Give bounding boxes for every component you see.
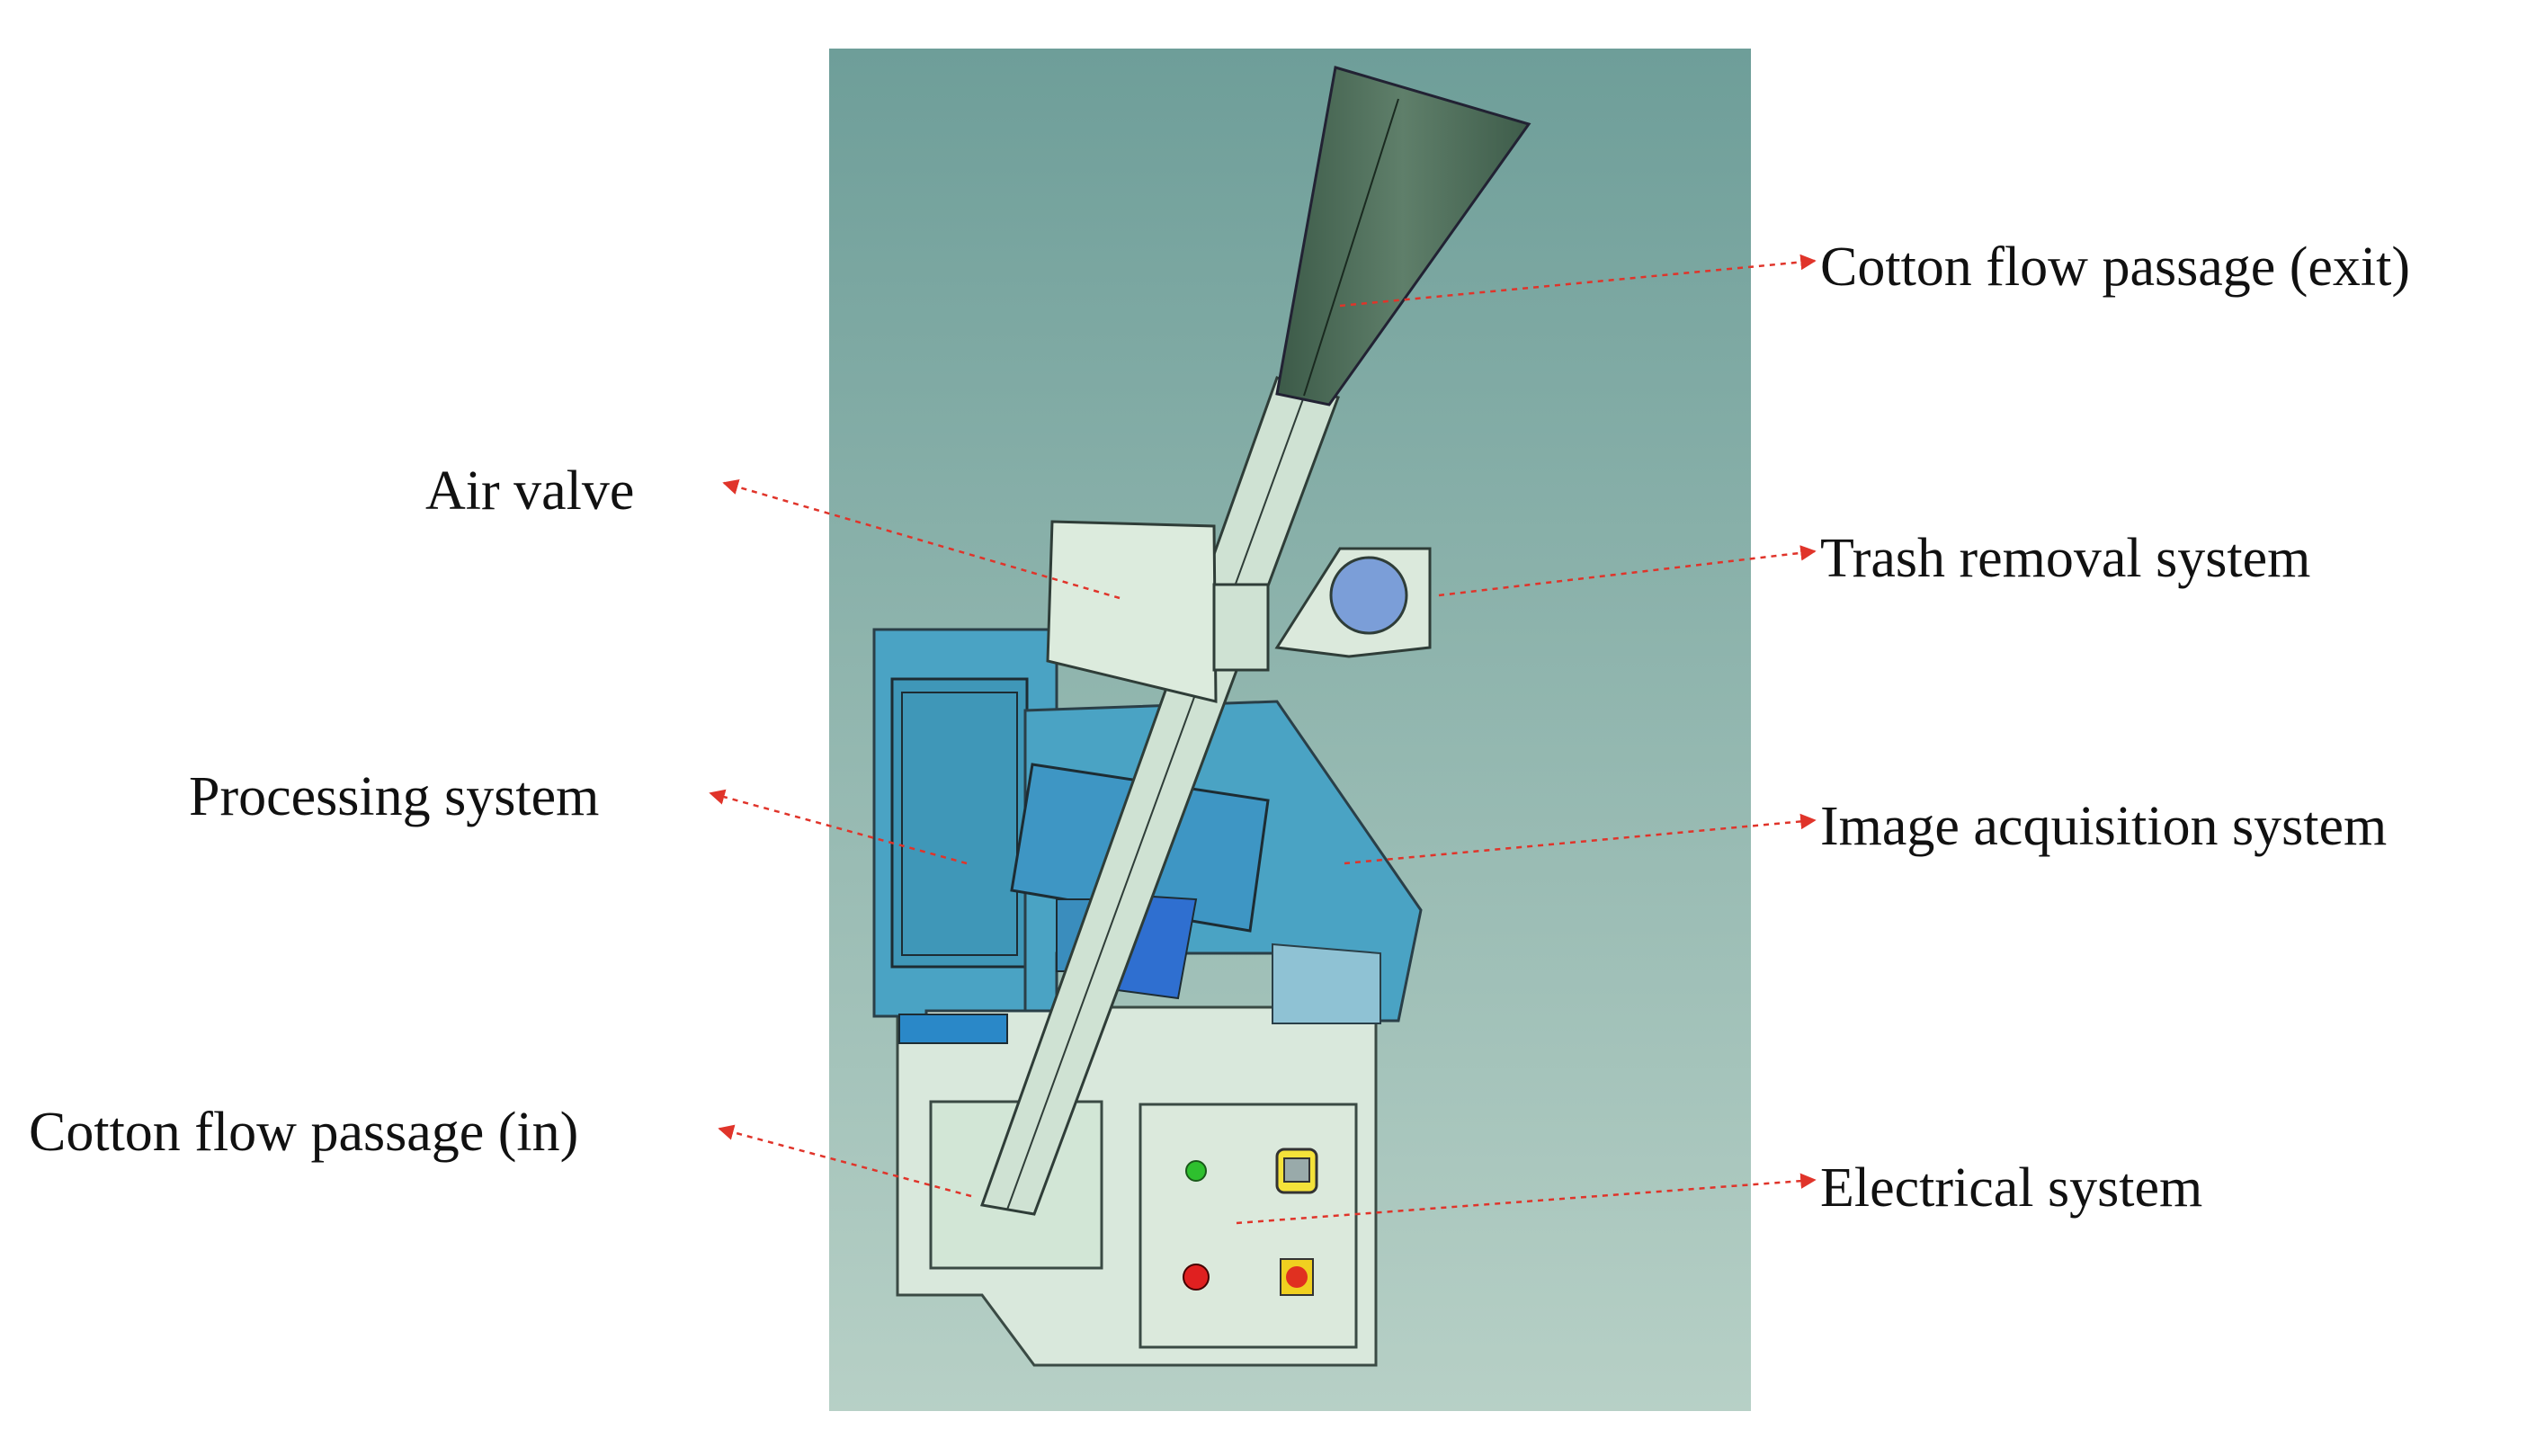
processing-base bbox=[898, 1014, 1008, 1044]
label-air-valve: Air valve bbox=[425, 460, 635, 522]
red-button-icon bbox=[1183, 1264, 1210, 1291]
leader-air-valve bbox=[722, 478, 1121, 600]
fan-icon bbox=[1329, 556, 1408, 635]
leader-trash-removal bbox=[1438, 545, 1817, 597]
leader-image-acquisition bbox=[1344, 813, 1817, 865]
label-cotton-flow-exit: Cotton flow passage (exit) bbox=[1820, 237, 2411, 298]
label-image-acquisition-system: Image acquisition system bbox=[1820, 796, 2388, 857]
label-electrical-system: Electrical system bbox=[1820, 1157, 2203, 1219]
electrical-cabinet bbox=[1138, 1103, 1358, 1349]
processing-panel bbox=[890, 677, 1029, 969]
label-processing-system: Processing system bbox=[189, 766, 600, 827]
leader-lines bbox=[709, 254, 1817, 1225]
label-cotton-flow-in: Cotton flow passage (in) bbox=[29, 1102, 579, 1163]
label-trash-removal-system: Trash removal system bbox=[1820, 528, 2311, 589]
leader-cotton-in bbox=[718, 1124, 972, 1198]
exit-funnel bbox=[1275, 66, 1531, 406]
camera-box bbox=[1272, 942, 1381, 1024]
leader-cotton-exit bbox=[1339, 254, 1817, 308]
green-indicator-icon bbox=[1185, 1160, 1207, 1182]
air-valve-block bbox=[1046, 520, 1218, 703]
leader-processing bbox=[709, 789, 968, 865]
